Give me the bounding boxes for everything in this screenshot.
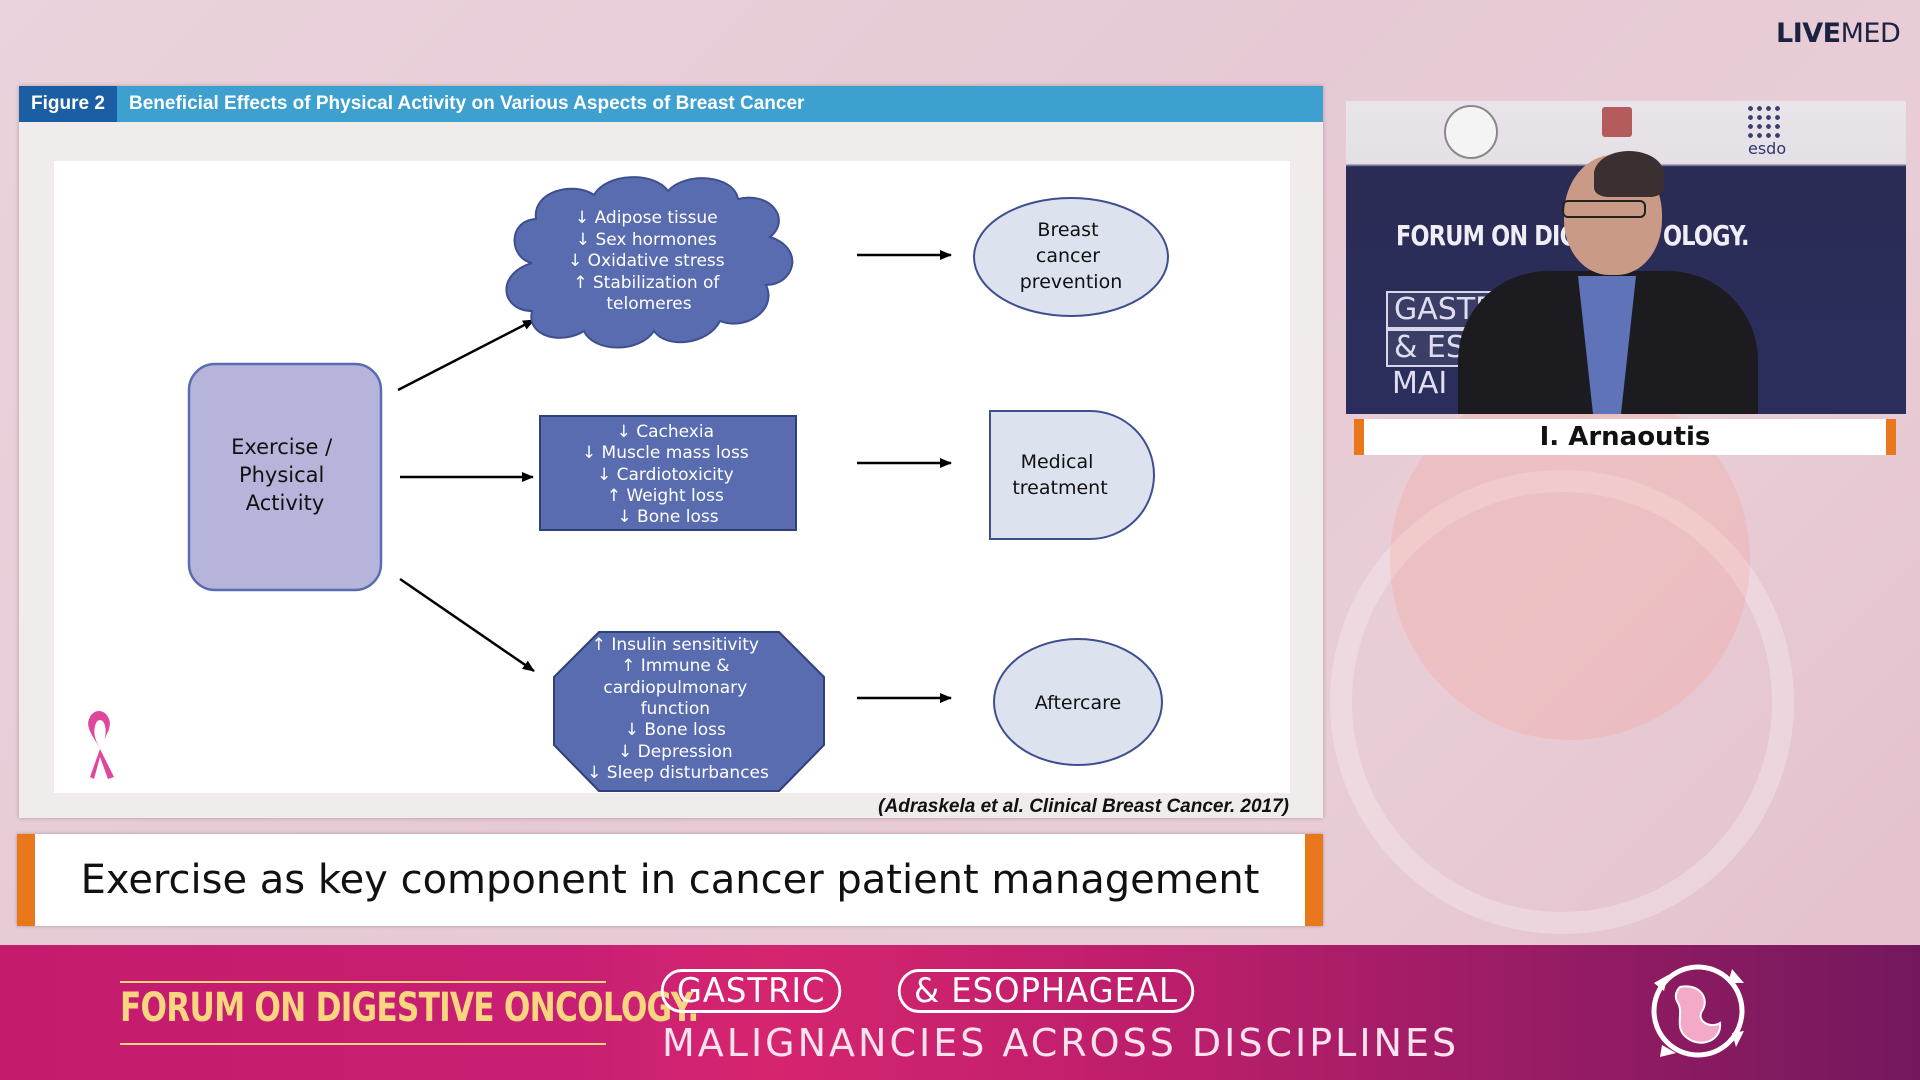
slide-caption-bar: Exercise as key component in cancer pati… <box>17 834 1323 926</box>
aftercare-line-3: cardiopulmonary <box>603 678 747 698</box>
conference-subtitle: MALIGNANCIES ACROSS DISCIPLINES <box>662 1021 1460 1065</box>
treatment-box <box>539 415 797 531</box>
cloud-line-4: ↑ Stabilization of <box>573 273 720 293</box>
flow-diagram: Exercise / Physical Activity ↓ Adipose t… <box>88 176 1169 792</box>
aftercare-octagon-text: ↑ Insulin sensitivity ↑ Immune & cardiop… <box>587 635 769 783</box>
figure-title-bar: Figure 2 Beneficial Effects of Physical … <box>19 86 1323 122</box>
prevention-outcome-line-1: Breast <box>1037 219 1098 241</box>
figure-label: Figure 2 <box>19 86 117 122</box>
esophageal-pill: & ESOPHAGEAL <box>897 969 1195 1013</box>
pink-ribbon-icon <box>88 711 114 779</box>
aftercare-outcome <box>993 638 1163 766</box>
treatment-outcome-line-1: Medical <box>1021 451 1094 473</box>
exercise-line-1: Exercise / <box>231 435 333 459</box>
arrow-to-prevention <box>397 318 535 392</box>
speaker-video: esdo FORUM ON DIGES OLOGY. GASTR & ESC M… <box>1346 101 1906 414</box>
prevention-outcome-line-2: cancer <box>1036 245 1100 267</box>
presentation-slide: Figure 2 Beneficial Effects of Physical … <box>19 86 1323 818</box>
speaker-glasses <box>1562 200 1646 218</box>
treatment-line-5: ↓ Bone loss <box>617 507 718 527</box>
aftercare-line-2: ↑ Immune & <box>621 656 729 676</box>
prevention-outcome-text: Breast cancer prevention <box>1020 219 1123 293</box>
treatment-line-1: ↓ Cachexia <box>617 422 714 442</box>
speaker-name: I. Arnaoutis <box>1539 422 1711 452</box>
exercise-line-2: Physical <box>239 463 324 487</box>
cloud-line-2: ↓ Sex hormones <box>576 230 717 250</box>
treatment-outcome-line-2: treatment <box>1012 477 1107 499</box>
arrow-to-aftercare <box>399 577 535 673</box>
citation: (Adraskela et al. Clinical Breast Cancer… <box>878 796 1289 817</box>
exercise-node <box>187 362 383 592</box>
aftercare-line-4: function <box>641 699 710 719</box>
diagram-canvas: Exercise / Physical Activity ↓ Adipose t… <box>54 161 1290 793</box>
video-banner-box-3: MAI <box>1392 366 1448 401</box>
treatment-line-4: ↑ Weight loss <box>607 486 724 506</box>
forum-title: FORUM ON DIGESTIVE ONCOLOGY. <box>120 985 699 1031</box>
treatment-box-text: ↓ Cachexia ↓ Muscle mass loss ↓ Cardioto… <box>582 422 754 527</box>
slide-caption: Exercise as key component in cancer pati… <box>80 857 1260 903</box>
esdo-logo-icon <box>1746 104 1780 138</box>
prevention-outcome <box>973 197 1169 317</box>
university-seal-icon <box>1444 105 1498 159</box>
stomach-logo-icon <box>1651 964 1745 1058</box>
prevention-cloud <box>505 176 794 349</box>
forum-underline-bottom <box>120 1043 606 1045</box>
exercise-line-3: Activity <box>246 491 325 515</box>
cloud-line-3: ↓ Oxidative stress <box>568 251 725 271</box>
conference-banner: FORUM ON DIGESTIVE ONCOLOGY. GASTRIC & E… <box>0 945 1920 1080</box>
esdo-logo-text: esdo <box>1748 139 1787 158</box>
prevention-cloud-text: ↓ Adipose tissue ↓ Sex hormones ↓ Oxidat… <box>568 208 730 314</box>
treatment-line-2: ↓ Muscle mass loss <box>582 443 749 463</box>
aftercare-line-6: ↓ Depression <box>618 742 733 762</box>
treatment-outcome <box>989 410 1155 540</box>
exercise-node-label: Exercise / Physical Activity <box>231 435 339 515</box>
livemed-logo: LIVEMED <box>1776 18 1901 49</box>
speaker-hair <box>1594 151 1664 197</box>
cloud-line-5: telomeres <box>606 294 691 314</box>
figure-title: Beneficial Effects of Physical Activity … <box>129 93 805 114</box>
gastric-pill: GASTRIC <box>660 969 842 1013</box>
aftercare-line-1: ↑ Insulin sensitivity <box>592 635 759 655</box>
treatment-line-3: ↓ Cardiotoxicity <box>597 465 734 485</box>
treatment-outcome-text: Medical treatment <box>1012 451 1107 499</box>
cloud-line-1: ↓ Adipose tissue <box>575 208 718 228</box>
gutenberg-university-logo-icon <box>1602 107 1632 137</box>
prevention-outcome-line-3: prevention <box>1020 271 1123 293</box>
aftercare-line-7: ↓ Sleep disturbances <box>587 763 769 783</box>
aftercare-line-5: ↓ Bone loss <box>625 720 726 740</box>
aftercare-octagon <box>553 631 825 792</box>
speaker-name-bar: I. Arnaoutis <box>1354 419 1896 455</box>
forum-underline-top <box>120 981 606 983</box>
aftercare-outcome-text: Aftercare <box>1035 692 1121 714</box>
aftercare-outcome-line-1: Aftercare <box>1035 692 1121 714</box>
